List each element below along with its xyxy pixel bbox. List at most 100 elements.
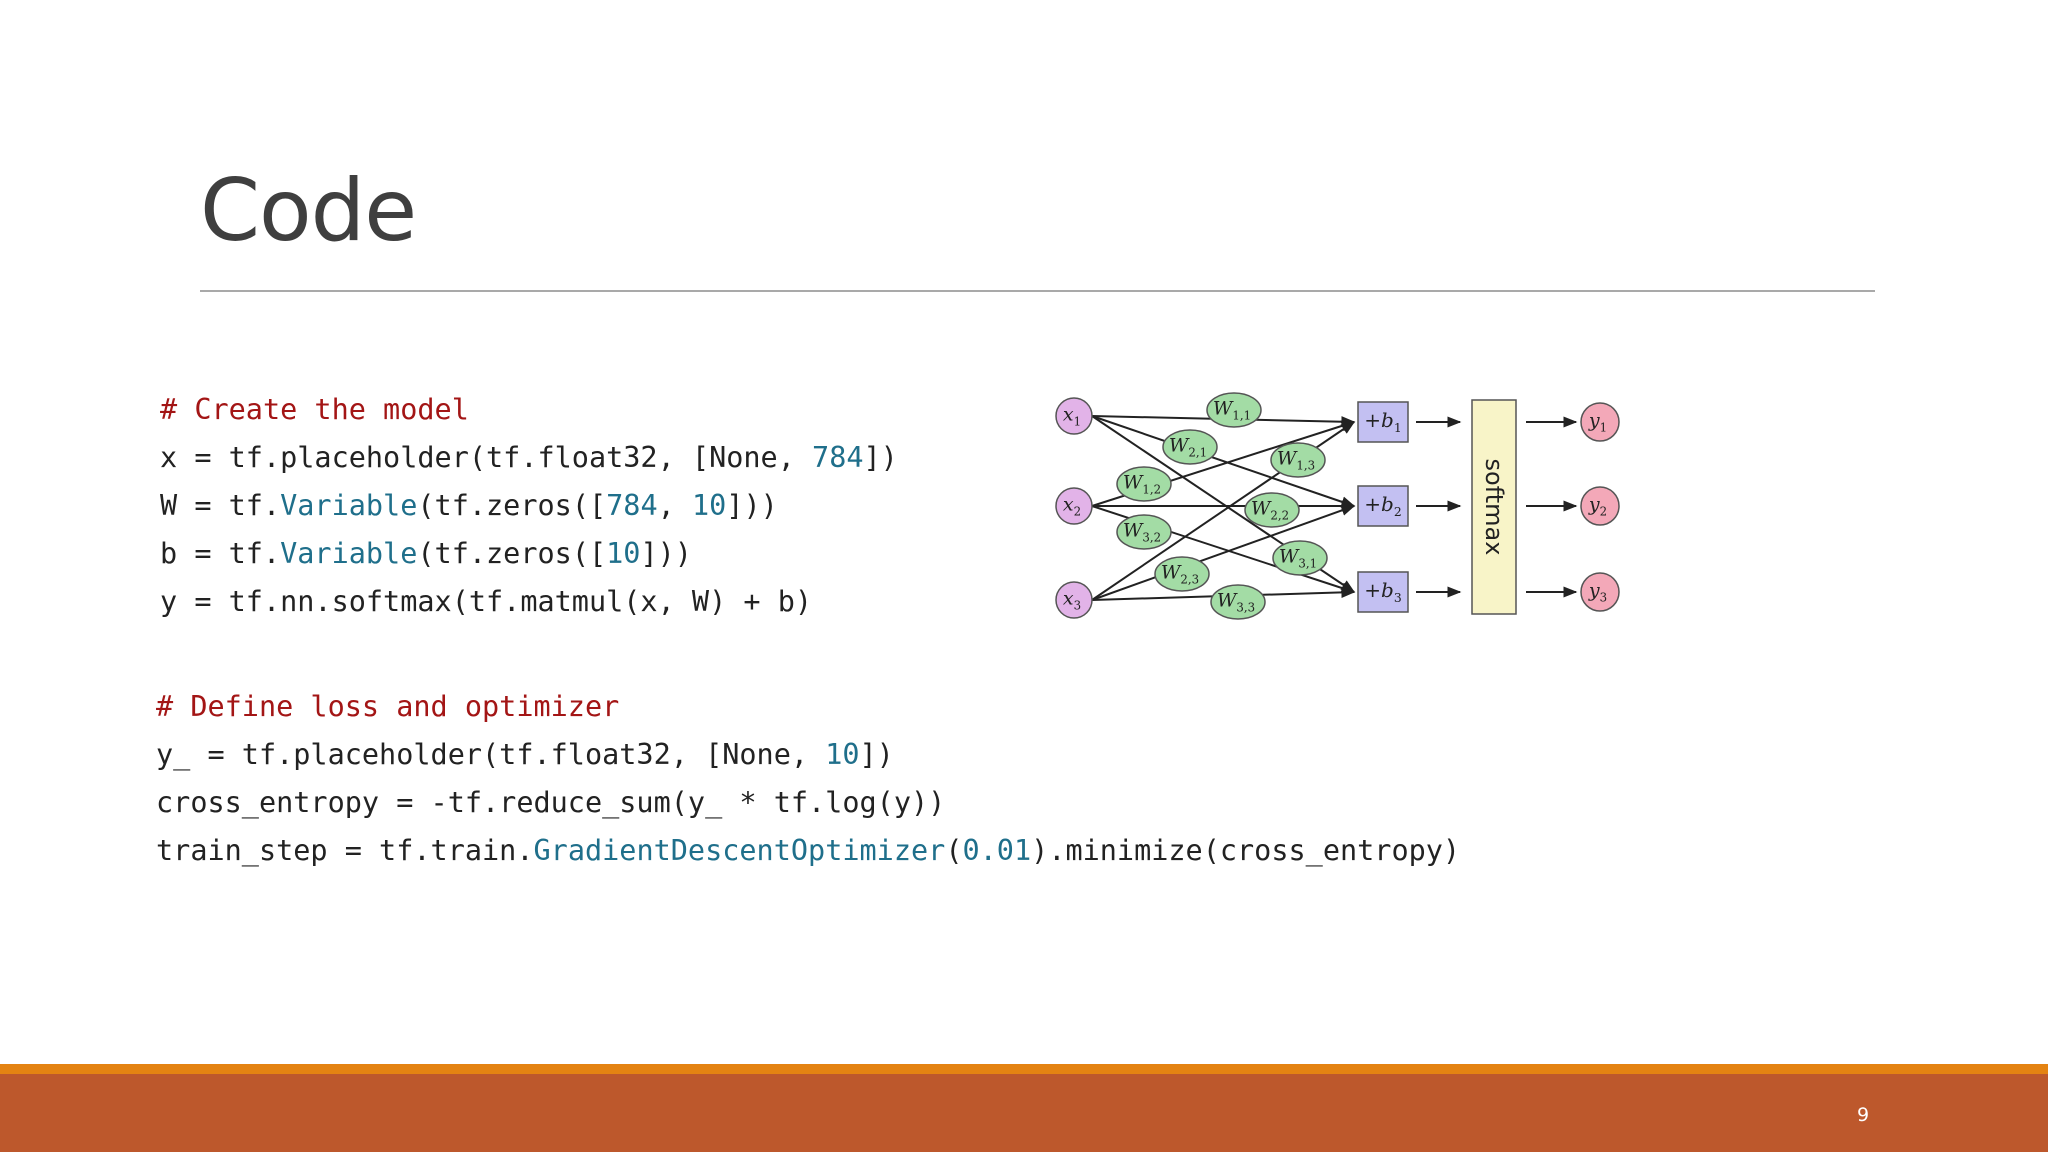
code-token: (tf.zeros([ [417,537,607,570]
output-label: y2 [1588,494,1607,519]
output-label-sub: 3 [1600,590,1608,604]
code-token: ]) [863,441,898,474]
weight-label: W3,1 [1279,546,1317,571]
weight-label-sub: 1,2 [1142,482,1161,496]
softmax-box [1471,399,1517,615]
page-number: 9 [1856,1104,1870,1126]
code-token: # Define loss and optimizer [156,690,620,723]
weight-label: W2,3 [1161,562,1199,587]
code-token: ])) [640,537,692,570]
code-token: 784 [606,489,658,522]
weight-node [1210,584,1266,620]
input-node [1055,581,1093,619]
input-label-sub: 2 [1074,504,1082,518]
code-line: y_ = tf.placeholder(tf.float32, [None, 1… [156,731,1460,779]
weight-node [1116,466,1172,502]
weight-label-sub: 1,3 [1296,458,1315,472]
code-token: y = tf.nn.softmax(tf.matmul(x, W) + b) [160,585,813,618]
input-label-sub: 3 [1074,598,1082,612]
weight-label: W1,3 [1277,448,1315,473]
output-node [1580,572,1620,612]
weight-label-base: W [1123,472,1144,494]
output-label-sub: 1 [1600,420,1608,434]
code-token: GradientDescentOptimizer [533,834,946,867]
output-node [1580,486,1620,526]
code-line: W = tf.Variable(tf.zeros([784, 10])) [160,482,898,530]
weight-label-sub: 2,3 [1180,572,1199,586]
weight-label-base: W [1213,398,1234,420]
code-token: 10 [606,537,641,570]
bias-node [1357,485,1409,527]
code-token: ]) [859,738,894,771]
output-label-base: y [1588,410,1600,432]
code-token: Variable [280,489,418,522]
bias-label-base: +b [1364,578,1394,602]
weight-label: W3,2 [1123,520,1161,545]
code-token: b = tf. [160,537,281,570]
input-label-sub: 1 [1074,414,1082,428]
bias-label-sub: 2 [1394,504,1402,519]
code-token: (tf.zeros([ [417,489,607,522]
bias-node [1357,571,1409,613]
code-block-loss: # Define loss and optimizer y_ = tf.place… [156,683,1460,875]
weight-node [1206,392,1262,428]
weight-label-sub: 3,2 [1142,530,1161,544]
weight-label: W3,3 [1217,590,1255,615]
weight-label-base: W [1279,546,1300,568]
weight-node [1244,492,1300,528]
code-token: ( [945,834,963,867]
input-label-base: x [1063,588,1074,610]
input-label: x3 [1063,588,1081,613]
code-line: x = tf.placeholder(tf.float32, [None, 78… [160,434,898,482]
input-node [1055,487,1093,525]
code-token: , [657,489,692,522]
bias-label: +b1 [1364,408,1401,435]
output-label: y1 [1588,410,1607,435]
code-line: y = tf.nn.softmax(tf.matmul(x, W) + b) [160,578,898,626]
weight-label-base: W [1251,498,1272,520]
softmax-label: softmax [1480,459,1508,556]
weight-label-base: W [1217,590,1238,612]
weight-label: W2,2 [1251,498,1289,523]
output-label-base: y [1588,494,1600,516]
code-token: ])) [726,489,778,522]
bias-label-base: +b [1364,492,1394,516]
weight-node [1270,442,1326,478]
weight-node [1272,540,1328,576]
code-token: 10 [825,738,860,771]
input-label-base: x [1063,494,1074,516]
bias-node [1357,401,1409,443]
code-token: train_step = tf.train. [156,834,534,867]
weight-label: W1,1 [1213,398,1251,423]
weight-connection [1091,415,1356,508]
weight-label: W2,1 [1169,435,1207,460]
weight-label-base: W [1161,562,1182,584]
weight-label: W1,2 [1123,472,1161,497]
code-line: b = tf.Variable(tf.zeros([10])) [160,530,898,578]
weight-label-sub: 1,1 [1232,408,1251,422]
output-label-base: y [1588,580,1600,602]
footer-accent-stripe [0,1064,2048,1074]
input-node [1055,397,1093,435]
code-token: W = tf. [160,489,281,522]
code-block-model: # Create the model x = tf.placeholder(tf.… [160,386,898,626]
weight-label-base: W [1123,520,1144,542]
bias-label-sub: 1 [1394,420,1402,435]
weight-label-base: W [1277,448,1298,470]
input-label: x1 [1063,404,1081,429]
output-node [1580,402,1620,442]
code-line: train_step = tf.train.GradientDescentOpt… [156,827,1460,875]
input-label: x2 [1063,494,1081,519]
weight-label-base: W [1169,435,1190,457]
code-token: 784 [812,441,864,474]
code-token: x = tf.placeholder(tf.float32, [None, [160,441,813,474]
code-line: # Create the model [160,386,898,434]
weight-connection [1091,504,1356,601]
code-token: # Create the model [160,393,469,426]
footer-bar [0,1064,2048,1152]
output-label: y3 [1588,580,1607,605]
weight-node [1162,429,1218,465]
code-token: cross_entropy = -tf.reduce_sum(y_ * tf.l… [156,786,946,819]
weight-node [1154,556,1210,592]
code-token: ).minimize(cross_entropy) [1031,834,1461,867]
